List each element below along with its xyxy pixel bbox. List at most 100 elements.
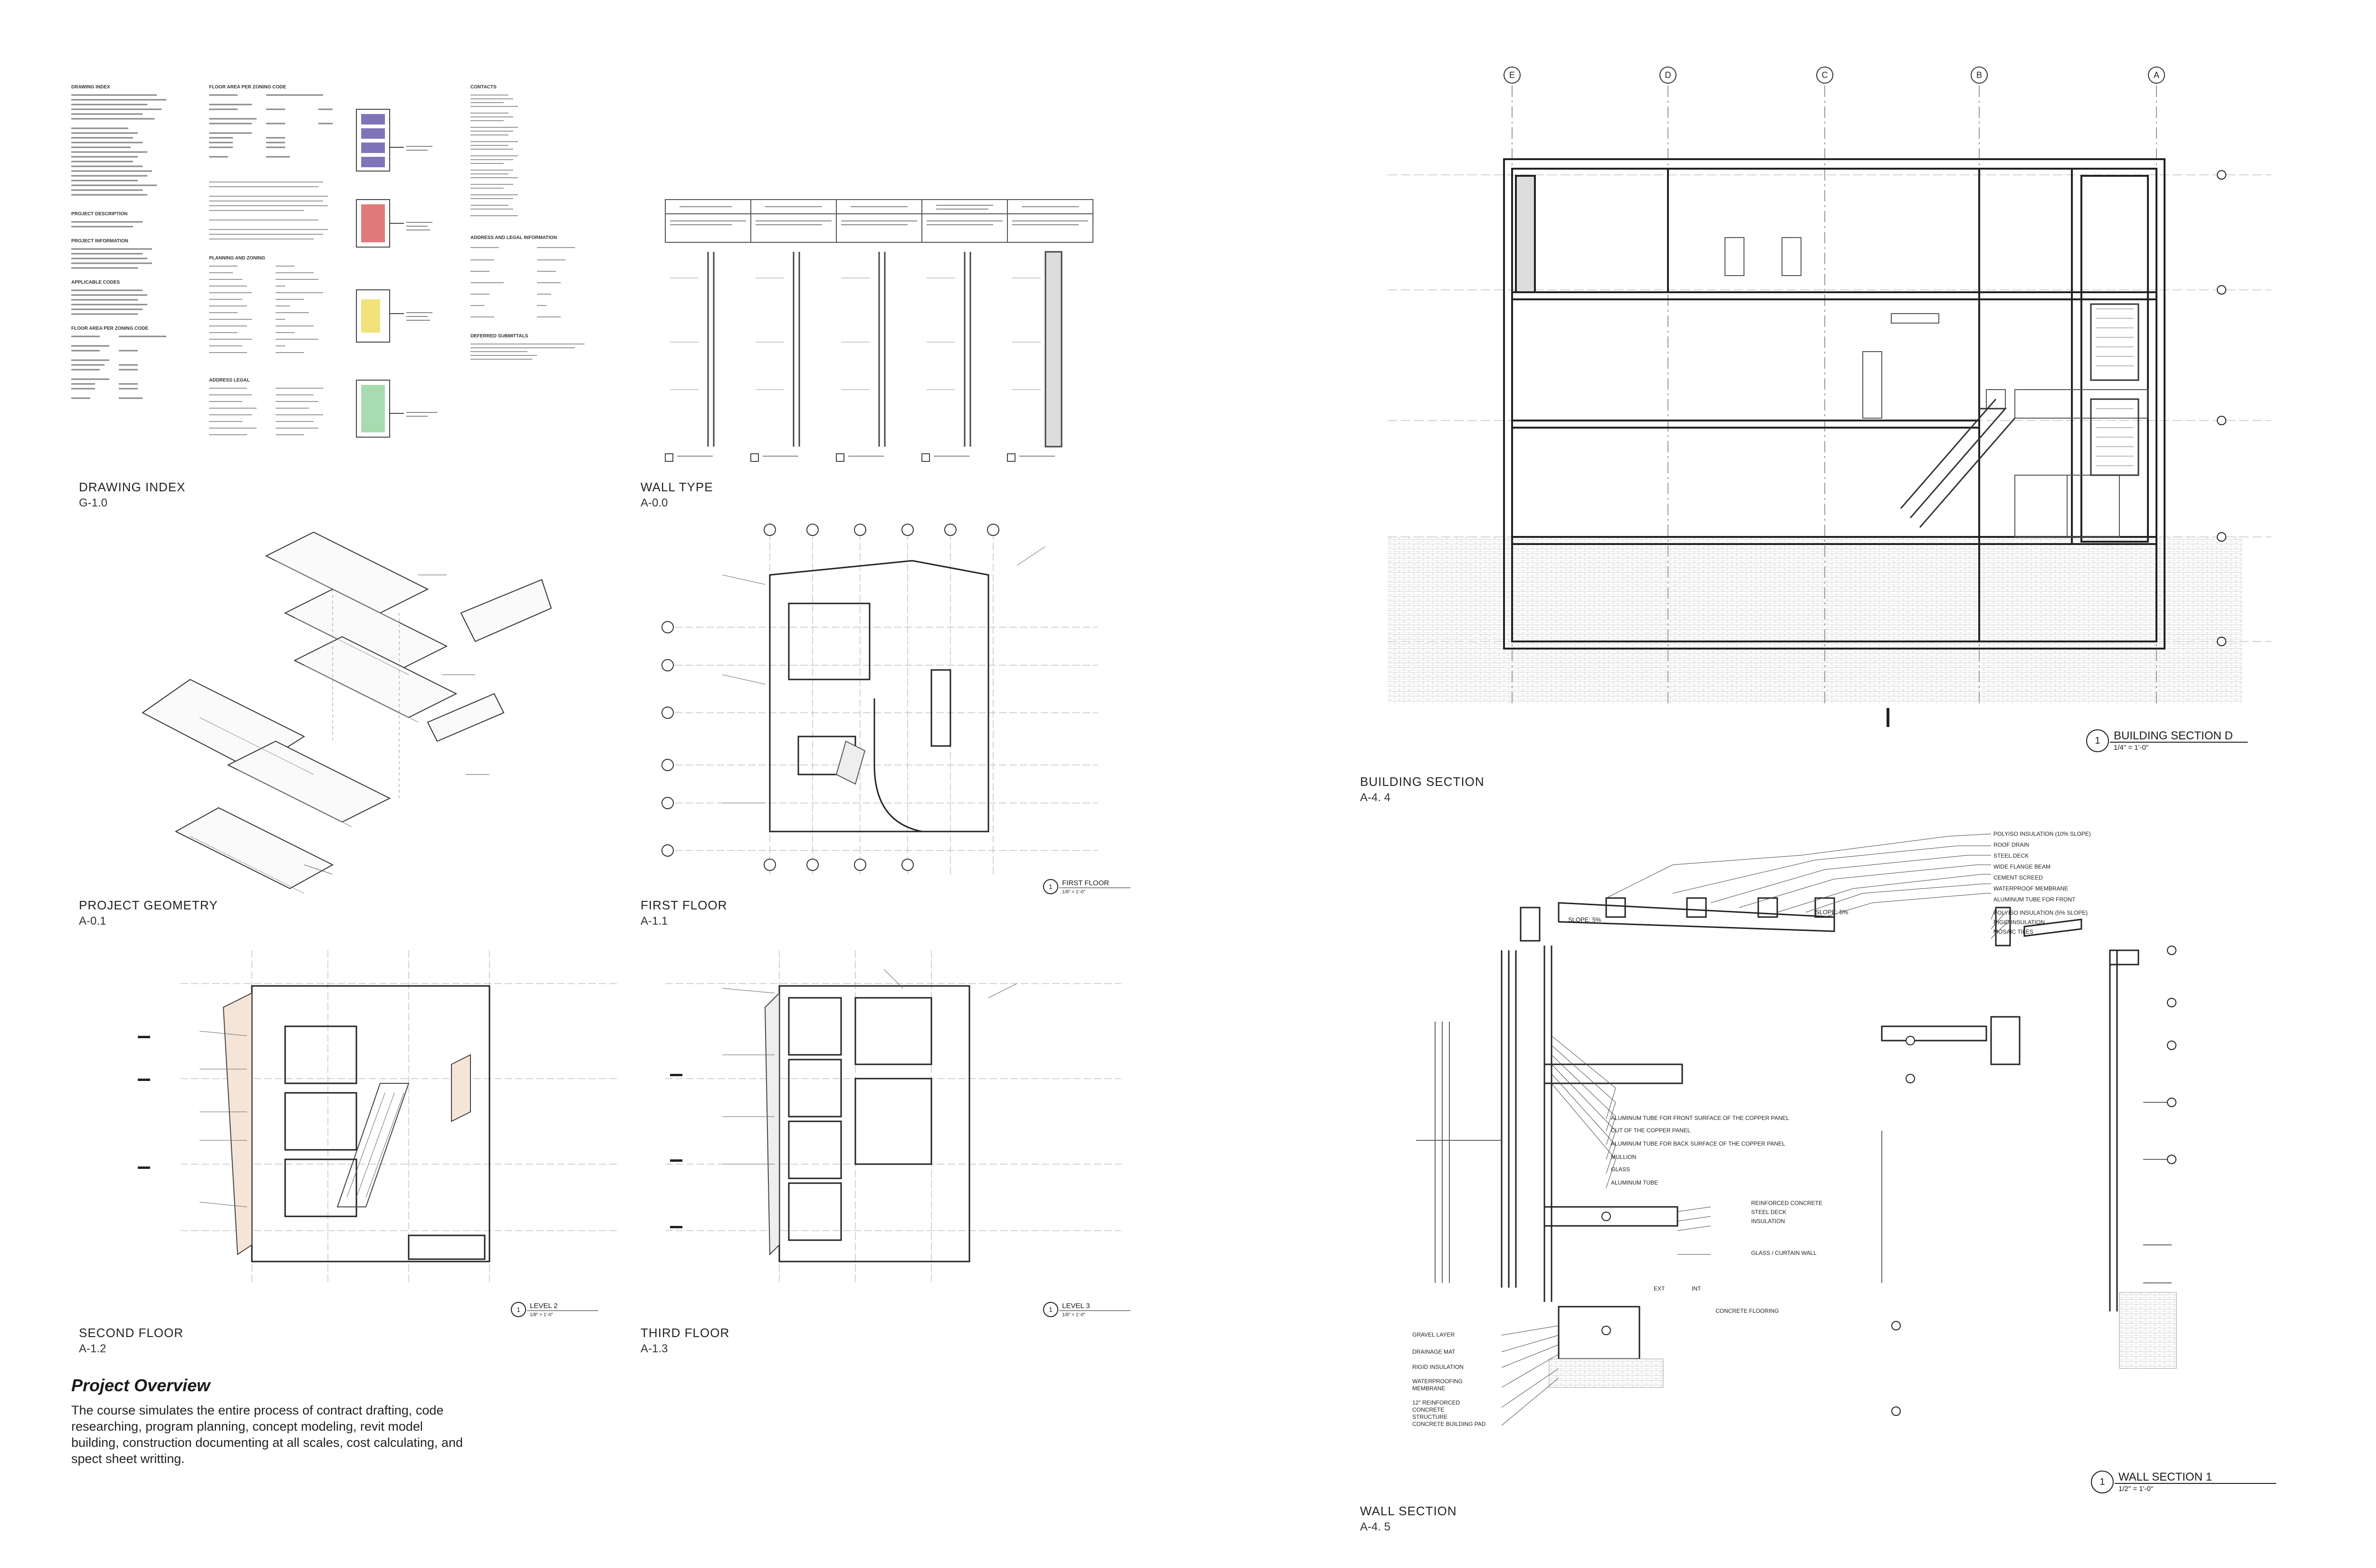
note-slope-1: SLOPE: 5% bbox=[1568, 916, 1601, 923]
caption-number: A-1.3 bbox=[641, 1342, 668, 1355]
note-alum-front-copper: ALUMINUM TUBE FOR FRONT SURFACE OF THE C… bbox=[1611, 1115, 1790, 1121]
first-floor-plan bbox=[661, 524, 1098, 874]
caption-number: A-0.1 bbox=[79, 915, 106, 927]
caption-number: A-1.1 bbox=[641, 915, 668, 927]
overview-body: The course simulates the entire process … bbox=[71, 1403, 463, 1466]
index-text-lines bbox=[71, 248, 152, 269]
index-heading: APPLICABLE CODES bbox=[71, 280, 120, 285]
caption-title: PROJECT GEOMETRY bbox=[79, 898, 218, 912]
note-reinforced-concrete: REINFORCED CONCRETE bbox=[1751, 1200, 1823, 1206]
index-column-2: FLOOR AREA PER ZONING CODE PLANNING AND … bbox=[209, 81, 347, 453]
note-alum-back-copper: ALUMINUM TUBE FOR BACK SURFACE OF THE CO… bbox=[1611, 1140, 1785, 1147]
project-geometry-drawing bbox=[142, 531, 552, 894]
note-slope-2: SLOPE: 5% bbox=[1815, 908, 1849, 916]
grid-bubble-b: B bbox=[1976, 70, 1982, 80]
view-name: WALL SECTION 1 bbox=[2118, 1471, 2212, 1483]
caption-title: FIRST FLOOR bbox=[641, 898, 728, 912]
note-alum-front: ALUMINUM TUBE FOR FRONT bbox=[1993, 896, 2076, 903]
overview-heading: Project Overview bbox=[71, 1376, 211, 1395]
view-number: 1 bbox=[1043, 1302, 1058, 1317]
index-heading: FLOOR AREA PER ZONING CODE bbox=[71, 326, 149, 331]
caption-number: A-1.2 bbox=[79, 1342, 106, 1355]
wall-section-caption: WALL SECTION A-4. 5 bbox=[1360, 1504, 1457, 1534]
caption-title: THIRD FLOOR bbox=[641, 1326, 730, 1340]
index-text-lines bbox=[470, 344, 584, 360]
view-scale: 1/2" = 1'-0" bbox=[2118, 1485, 2154, 1493]
grid-bubble-c: C bbox=[1822, 70, 1828, 80]
index-heading: CONTACTS bbox=[470, 85, 497, 90]
note-steel-deck: STEEL DECK bbox=[1993, 852, 2029, 859]
view-name: BUILDING SECTION D bbox=[2114, 729, 2233, 742]
note-rigid-2: RIGID INSULATION bbox=[1412, 1364, 1464, 1370]
project-overview: Project Overview The course simulates th… bbox=[71, 1376, 470, 1467]
third-floor-caption: THIRD FLOOR A-1.3 bbox=[641, 1326, 729, 1356]
drawing-index-sheet: DRAWING INDEX PROJECT DESCRIPTION PROJEC… bbox=[71, 81, 594, 470]
note-wide-flange: WIDE FLANGE BEAM bbox=[1993, 863, 2051, 870]
note-polyiso-10: POLYISO INSULATION (10% SLOPE) bbox=[1993, 831, 2091, 837]
index-text-lines bbox=[470, 95, 518, 216]
caption-title: WALL SECTION bbox=[1360, 1504, 1457, 1518]
index-text-lines bbox=[71, 221, 143, 228]
view-number: 1 bbox=[511, 1302, 526, 1317]
note-glass-curtain: GLASS / CURTAIN WALL bbox=[1751, 1250, 1817, 1256]
note-waterproof: WATERPROOF MEMBRANE bbox=[1993, 885, 2069, 892]
view-underline bbox=[527, 1310, 598, 1311]
view-underline bbox=[2110, 742, 2248, 743]
view-scale: 1/8" = 1'-0" bbox=[1062, 1312, 1085, 1318]
note-cut-copper: CUT OF THE COPPER PANEL bbox=[1611, 1127, 1691, 1134]
note-mullion: MULLION bbox=[1611, 1154, 1637, 1160]
note-insulation: INSULATION bbox=[1751, 1218, 1785, 1224]
caption-number: A-4. 4 bbox=[1360, 791, 1391, 804]
grid-bubble-d: D bbox=[1665, 70, 1671, 80]
index-heading: PROJECT INFORMATION bbox=[71, 239, 128, 244]
note-rigid-insulation: RIGID INSULATION bbox=[1993, 919, 2045, 926]
view-number: 1 bbox=[2091, 1471, 2114, 1493]
note-steel-deck-2: STEEL DECK bbox=[1751, 1209, 1787, 1215]
note-waterproofing: WATERPROOFING MEMBRANE bbox=[1412, 1378, 1463, 1392]
caption-title: DRAWING INDEX bbox=[79, 480, 186, 494]
building-section-caption: BUILDING SECTION A-4. 4 bbox=[1360, 774, 1485, 804]
view-scale: 1/8" = 1'-0" bbox=[1062, 889, 1085, 895]
index-heading: PROJECT DESCRIPTION bbox=[71, 211, 128, 217]
grid-bubble-a: A bbox=[2154, 70, 2159, 80]
index-heading: ADDRESS LEGAL bbox=[209, 378, 250, 383]
index-text-lines bbox=[71, 94, 166, 196]
index-text-lines bbox=[209, 266, 323, 353]
project-geometry-caption: PROJECT GEOMETRY A-0.1 bbox=[79, 898, 218, 928]
note-gravel: GRAVEL LAYER bbox=[1412, 1331, 1455, 1338]
caption-number: G-1.0 bbox=[79, 497, 108, 509]
view-name: LEVEL 2 bbox=[530, 1302, 558, 1310]
view-number: 1 bbox=[1043, 879, 1058, 894]
note-int: INT bbox=[1692, 1285, 1701, 1292]
index-heading: FLOOR AREA PER ZONING CODE bbox=[209, 85, 287, 90]
index-text-lines bbox=[209, 182, 328, 239]
note-cement-screed: CEMENT SCREED bbox=[1993, 874, 2043, 881]
caption-title: WALL TYPE bbox=[641, 480, 713, 494]
view-underline bbox=[1059, 1310, 1131, 1311]
index-text-lines bbox=[209, 94, 333, 158]
view-underline bbox=[2115, 1483, 2276, 1484]
second-floor-caption: SECOND FLOOR A-1.2 bbox=[79, 1326, 183, 1356]
index-heading: DEFERRED SUBMITTALS bbox=[470, 334, 528, 339]
index-text-lines bbox=[470, 247, 575, 317]
third-floor-plan bbox=[665, 950, 1121, 1283]
index-heading: DRAWING INDEX bbox=[71, 85, 110, 90]
note-alum-tube: ALUMINUM TUBE bbox=[1611, 1179, 1658, 1186]
key-plan-diagrams bbox=[356, 109, 437, 438]
first-floor-caption: FIRST FLOOR A-1.1 bbox=[641, 898, 727, 928]
note-concrete-flooring: CONCRETE FLOORING bbox=[1715, 1308, 1779, 1314]
index-column-1: DRAWING INDEX PROJECT DESCRIPTION PROJEC… bbox=[71, 81, 181, 406]
caption-title: BUILDING SECTION bbox=[1360, 774, 1485, 789]
note-ext: EXT bbox=[1654, 1285, 1665, 1292]
note-glass: GLASS bbox=[1611, 1166, 1630, 1173]
building-section-drawing: E D C B A bbox=[1388, 67, 2271, 727]
view-name: LEVEL 3 bbox=[1062, 1302, 1090, 1310]
wall-type-caption: WALL TYPE A-0.0 bbox=[641, 480, 713, 510]
note-mosaic-tiles: MOSAIC TILES bbox=[1993, 928, 2033, 935]
grid-bubble-e: E bbox=[1509, 70, 1515, 80]
wall-section-drawing bbox=[1416, 833, 2177, 1426]
wall-type-drawing bbox=[665, 199, 1093, 462]
view-name: FIRST FLOOR bbox=[1062, 879, 1109, 887]
view-scale: 1/8" = 1'-0" bbox=[530, 1312, 553, 1318]
note-concrete-pad: CONCRETE BUILDING PAD bbox=[1412, 1421, 1486, 1427]
